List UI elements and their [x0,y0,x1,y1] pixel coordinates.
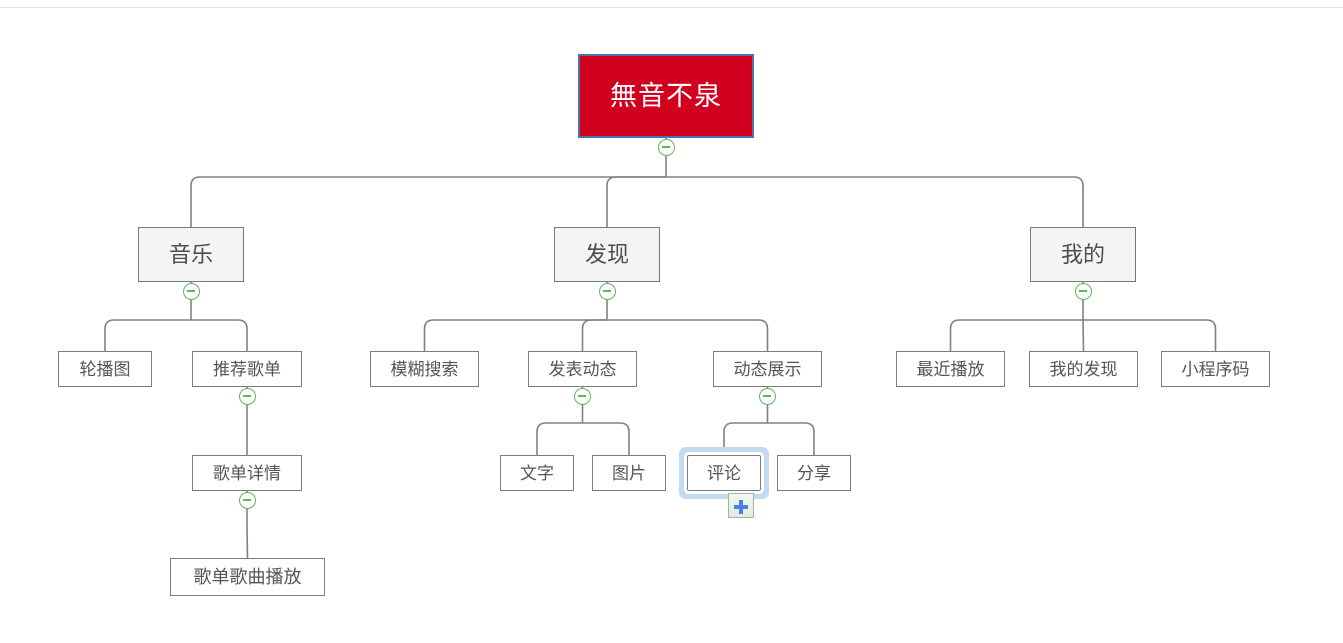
node-label: 评论 [707,463,741,483]
collapse-toggle-playlist-detail[interactable] [238,492,256,509]
collapse-toggle-post-moment[interactable] [574,388,591,405]
node-label: 無音不泉 [610,80,722,111]
edge-mine-to-mini-qr [1083,319,1217,351]
mindmap-node-text[interactable]: 文字 [500,455,574,491]
node-label: 音乐 [168,241,213,267]
collapse-toggle-root[interactable] [657,139,675,156]
add-child-node-button[interactable] [728,493,754,518]
mindmap-node-discover[interactable]: 发现 [554,227,660,282]
node-label: 我的 [1060,241,1105,267]
edge-mine-to-my-discover [1082,319,1085,352]
collapse-toggle-music[interactable] [182,283,200,300]
edge-root-to-music [190,176,666,227]
collapse-toggle-moment-feed[interactable] [759,388,776,405]
edge-moment-feed-to-comment [723,422,768,455]
collapse-toggle-playlist-rec[interactable] [238,388,256,405]
node-label: 动态展示 [733,359,802,379]
node-label: 歌单详情 [213,463,281,483]
edge-moment-feed-to-share [767,422,815,455]
mindmap-node-playlist-song-play[interactable]: 歌单歌曲播放 [170,558,325,596]
edge-music-to-playlist-rec [191,319,248,351]
collapse-toggle-mine[interactable] [1074,283,1092,300]
node-label: 我的发现 [1049,359,1118,379]
edge-post-moment-to-image [582,422,630,455]
mindmap-node-mini-qr[interactable]: 小程序码 [1161,351,1270,387]
node-label: 发表动态 [548,359,617,379]
node-label: 轮播图 [79,359,131,379]
node-label: 图片 [612,463,646,483]
header-divider [0,7,1343,8]
edge-mine-to-recent-play [949,319,1083,351]
mindmap-node-image[interactable]: 图片 [592,455,666,491]
mindmap-node-recent-play[interactable]: 最近播放 [896,351,1005,387]
mindmap-node-playlist-rec[interactable]: 推荐歌单 [192,351,302,387]
node-label: 推荐歌单 [213,359,281,379]
edge-root-to-mine [666,176,1084,227]
edge-discover-to-moment-feed [607,319,769,351]
node-label: 文字 [520,463,554,483]
collapse-toggle-discover[interactable] [598,283,616,300]
node-label: 模糊搜索 [390,359,459,379]
mindmap-node-mine[interactable]: 我的 [1030,227,1136,282]
mindmap-node-share[interactable]: 分享 [777,455,851,491]
node-label: 发现 [584,241,629,267]
mindmap-node-post-moment[interactable]: 发表动态 [528,351,637,387]
mindmap-node-playlist-detail[interactable]: 歌单详情 [192,455,302,491]
node-label: 小程序码 [1181,359,1250,379]
mindmap-node-root[interactable]: 無音不泉 [578,54,754,138]
node-label: 最近播放 [916,359,985,379]
mindmap-node-music[interactable]: 音乐 [138,227,244,282]
edge-discover-to-post-moment [581,319,607,351]
mindmap-node-comment[interactable]: 评论 [687,455,761,491]
mindmap-node-carousel[interactable]: 轮播图 [58,351,152,387]
mindmap-node-my-discover[interactable]: 我的发现 [1029,351,1138,387]
edge-discover-to-fuzzy-search [423,319,607,351]
mindmap-node-moment-feed[interactable]: 动态展示 [713,351,822,387]
node-label: 分享 [797,463,831,483]
edge-playlist-detail-to-playlist-song-play [246,526,249,559]
edge-root-to-discover [606,176,666,227]
mindmap-node-fuzzy-search[interactable]: 模糊搜索 [370,351,479,387]
edge-post-moment-to-text [536,422,583,455]
node-label: 歌单歌曲播放 [193,567,302,587]
edge-music-to-carousel [104,319,191,351]
